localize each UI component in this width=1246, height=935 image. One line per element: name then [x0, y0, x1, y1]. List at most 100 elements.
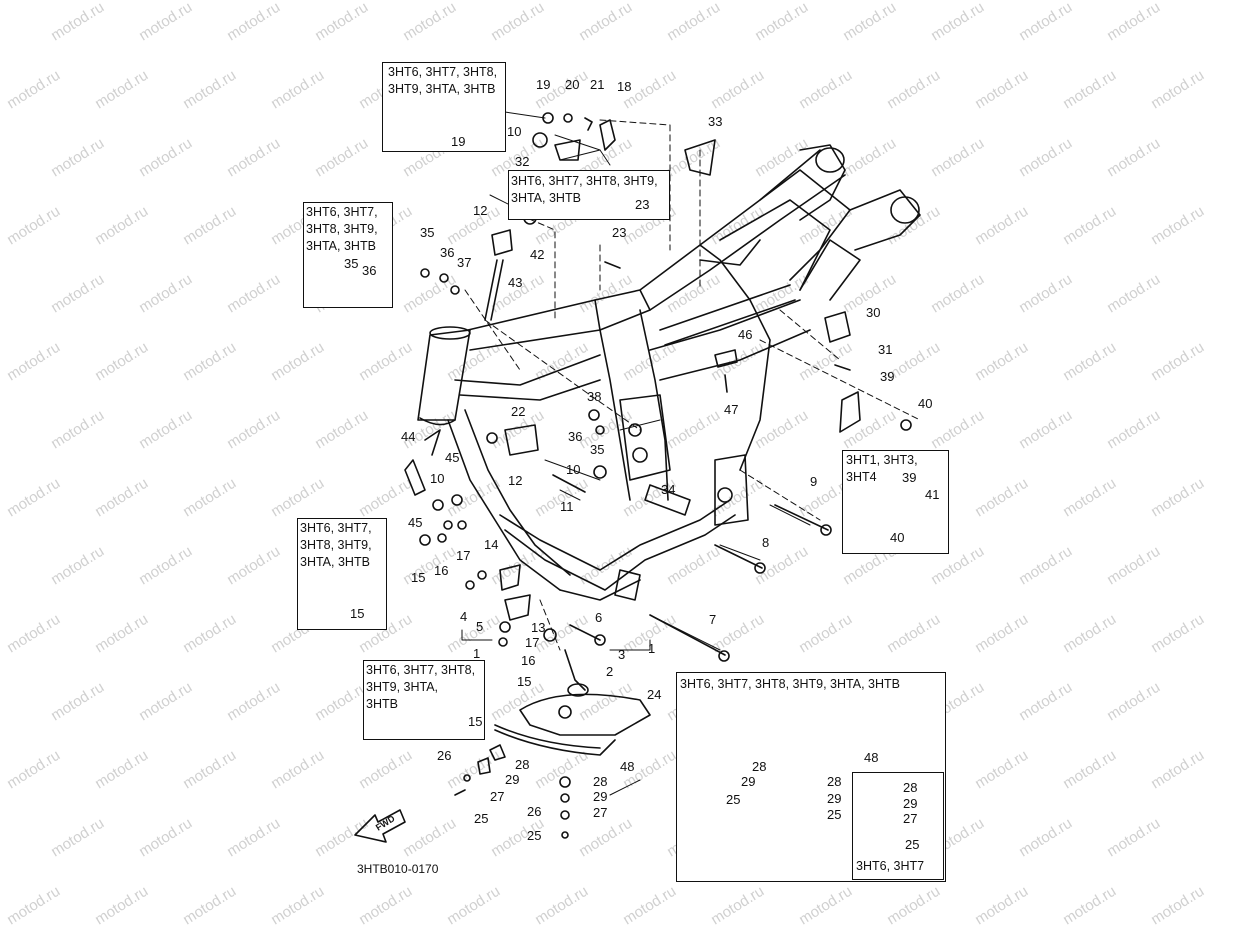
callout-48: 48 [864, 750, 879, 765]
callout-5: 5 [476, 619, 484, 634]
variant-box-5-text: 3HT6, 3HT7, 3HT8, 3HT9, 3HTA, 3HTB [300, 521, 372, 569]
callout-39: 39 [880, 369, 895, 384]
callout-26: 26 [437, 748, 452, 763]
callout-20: 20 [565, 77, 580, 92]
callout-39: 39 [902, 470, 917, 485]
head-pipe [417, 326, 471, 426]
callout-19: 19 [451, 134, 466, 149]
callout-24: 24 [647, 687, 662, 702]
callout-29: 29 [505, 772, 520, 787]
callout-37: 37 [457, 255, 472, 270]
callout-32: 32 [515, 154, 530, 169]
callout-36: 36 [362, 263, 377, 278]
callout-34: 34 [661, 482, 676, 497]
callout-25: 25 [905, 837, 920, 852]
callout-29: 29 [741, 774, 756, 789]
callout-15: 15 [468, 714, 483, 729]
callout-40: 40 [890, 530, 905, 545]
callout-21: 21 [590, 77, 605, 92]
callout-9: 9 [810, 474, 818, 489]
variant-box-5 [297, 518, 387, 630]
callout-23: 23 [612, 225, 627, 240]
callout-8: 8 [762, 535, 770, 550]
leader-lines [464, 119, 921, 651]
callout-11: 11 [560, 499, 574, 514]
callout-15: 15 [350, 606, 365, 621]
main-frame [447, 144, 921, 601]
callout-26: 26 [527, 804, 542, 819]
callout-28: 28 [593, 774, 608, 789]
variant-box-8-text: 3HT6, 3HT7 [856, 859, 925, 873]
callout-2: 2 [606, 664, 614, 679]
callout-4: 4 [460, 609, 468, 624]
callout-31: 31 [878, 342, 893, 357]
callout-29: 29 [593, 789, 608, 804]
callout-3: 3 [618, 647, 626, 662]
callout-19: 19 [536, 77, 551, 92]
callout-41: 41 [925, 487, 940, 502]
variant-box-6 [363, 660, 485, 740]
callout-45: 45 [408, 515, 423, 530]
variant-box-6-text: 3HT6, 3HT7, 3HT8, 3HT9, 3HTA, 3HTB [366, 663, 476, 711]
callout-36: 36 [440, 245, 455, 260]
callout-45: 45 [445, 450, 460, 465]
callout-42: 42 [530, 247, 545, 262]
callout-27: 27 [593, 805, 608, 820]
callout-40: 40 [918, 396, 933, 411]
callout-28: 28 [515, 757, 530, 772]
variant-box-1-text: 3HT6, 3HT7, 3HT8, 3HT9, 3HTA, 3HTB [388, 65, 498, 96]
variant-box-8 [852, 772, 944, 880]
callout-14: 14 [484, 537, 499, 552]
variant-box-4 [842, 450, 949, 554]
callout-22: 22 [511, 404, 526, 419]
callout-43: 43 [508, 275, 523, 290]
callout-47: 47 [724, 402, 739, 417]
callout-6: 6 [595, 610, 603, 625]
callout-29: 29 [903, 796, 918, 811]
callout-15: 15 [517, 674, 532, 689]
variant-box-3 [303, 202, 393, 308]
variant-box-7-text: 3HT6, 3HT7, 3HT8, 3HT9, 3HTA, 3HTB [680, 677, 900, 691]
callout-33: 33 [708, 114, 723, 129]
callout-25: 25 [527, 828, 542, 843]
callout-23: 23 [635, 197, 650, 212]
callout-12: 12 [508, 473, 523, 488]
callout-35: 35 [420, 225, 435, 240]
callout-28: 28 [752, 759, 767, 774]
callout-10: 10 [507, 124, 522, 139]
callout-27: 27 [490, 789, 505, 804]
callout-28: 28 [903, 780, 918, 795]
callout-12: 12 [473, 203, 488, 218]
callout-35: 35 [590, 442, 605, 457]
skid-plate [454, 693, 651, 839]
callout-16: 16 [434, 563, 449, 578]
variant-box-4-text: 3HT1, 3HT3, 3HT4 [846, 453, 918, 484]
callout-1: 1 [473, 646, 481, 661]
callout-18: 18 [617, 79, 632, 94]
callout-29: 29 [827, 791, 842, 806]
callout-27: 27 [903, 811, 918, 826]
variant-box-2 [508, 170, 670, 220]
variant-box-2-text: 3HT6, 3HT7, 3HT8, 3HT9, 3HTA, 3HTB [511, 174, 658, 205]
callout-35: 35 [344, 256, 359, 271]
callout-48: 48 [620, 759, 635, 774]
callout-17: 17 [525, 635, 540, 650]
callout-1: 1 [648, 641, 656, 656]
callout-17: 17 [456, 548, 471, 563]
callout-38: 38 [587, 389, 602, 404]
callout-44: 44 [401, 429, 416, 444]
callout-30: 30 [866, 305, 881, 320]
callout-25: 25 [827, 807, 842, 822]
callout-10: 10 [566, 462, 581, 477]
callout-25: 25 [726, 792, 741, 807]
callout-13: 13 [531, 620, 546, 635]
callout-25: 25 [474, 811, 489, 826]
callout-10: 10 [430, 471, 445, 486]
callout-46: 46 [738, 327, 753, 342]
fwd-arrow [354, 809, 406, 843]
callout-16: 16 [521, 653, 536, 668]
callout-15: 15 [411, 570, 426, 585]
callout-7: 7 [709, 612, 717, 627]
callout-36: 36 [568, 429, 583, 444]
